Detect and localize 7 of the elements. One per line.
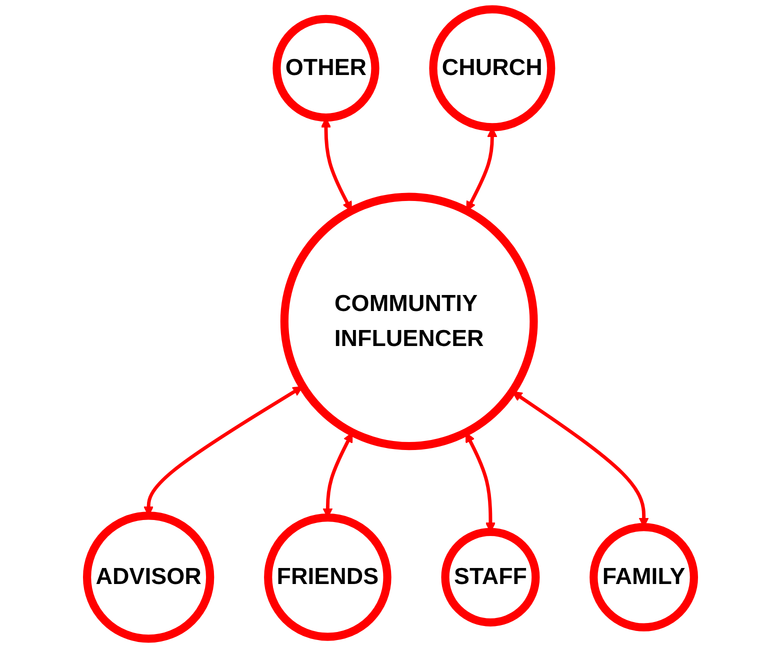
node-circle: CHURCH (429, 5, 556, 132)
node-circle: ADVISOR (82, 512, 214, 643)
node-circle: OTHER (272, 14, 380, 122)
node-circle: STAFF (441, 528, 540, 626)
node-circle: FAMILY (590, 522, 698, 632)
node-circle: FRIENDS (264, 514, 392, 641)
node-circle: COMMUNTIY INFLUENCER (280, 192, 538, 450)
